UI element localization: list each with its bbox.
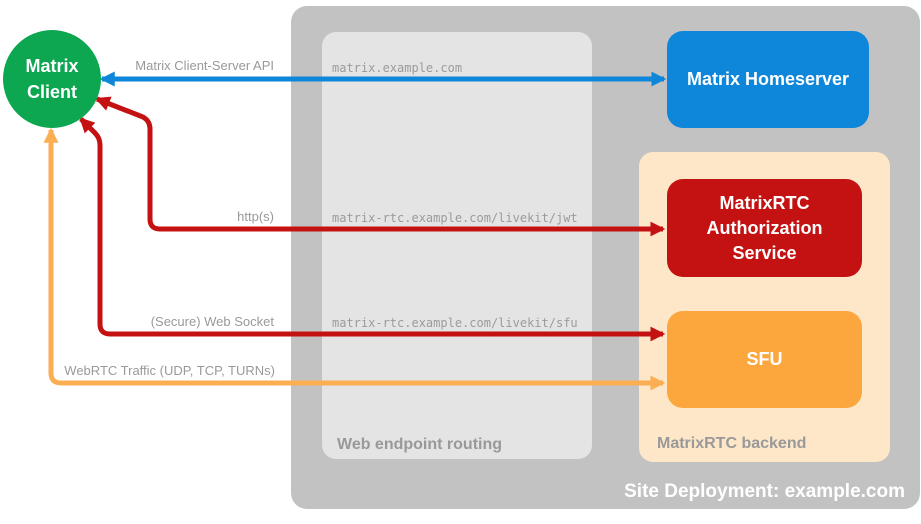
endpoint-livekit-jwt: matrix-rtc.example.com/livekit/jwt xyxy=(332,211,578,225)
matrixrtc-backend-caption: MatrixRTC backend xyxy=(657,435,807,452)
label-https: http(s) xyxy=(237,209,274,224)
matrix-homeserver-label: Matrix Homeserver xyxy=(686,69,850,89)
sfu-node: SFU xyxy=(667,311,862,408)
endpoint-livekit-sfu: matrix-rtc.example.com/livekit/sfu xyxy=(332,316,578,330)
auth-service-label-line3: Service xyxy=(732,242,797,263)
matrix-client-label-line1: Matrix xyxy=(25,56,79,76)
sfu-label: SFU xyxy=(746,349,783,369)
matrix-homeserver-node: Matrix Homeserver xyxy=(667,31,869,128)
site-deployment-caption: Site Deployment: example.com xyxy=(624,481,905,502)
endpoint-matrix-example-com: matrix.example.com xyxy=(332,61,463,75)
auth-service-label-line2: Authorization xyxy=(706,217,823,238)
web-endpoint-routing-caption: Web endpoint routing xyxy=(337,436,503,453)
web-endpoint-routing-box xyxy=(322,32,592,459)
label-webrtc-traffic: WebRTC Traffic (UDP, TCP, TURNs) xyxy=(64,363,275,378)
label-client-server-api: Matrix Client-Server API xyxy=(135,58,274,73)
matrixrtc-authorization-service-node: MatrixRTC Authorization Service xyxy=(667,179,862,277)
matrix-client-node: Matrix Client xyxy=(3,30,101,128)
matrix-client-label-line2: Client xyxy=(26,82,77,102)
label-secure-web-socket: (Secure) Web Socket xyxy=(150,314,274,329)
auth-service-label-line1: MatrixRTC xyxy=(719,192,810,213)
